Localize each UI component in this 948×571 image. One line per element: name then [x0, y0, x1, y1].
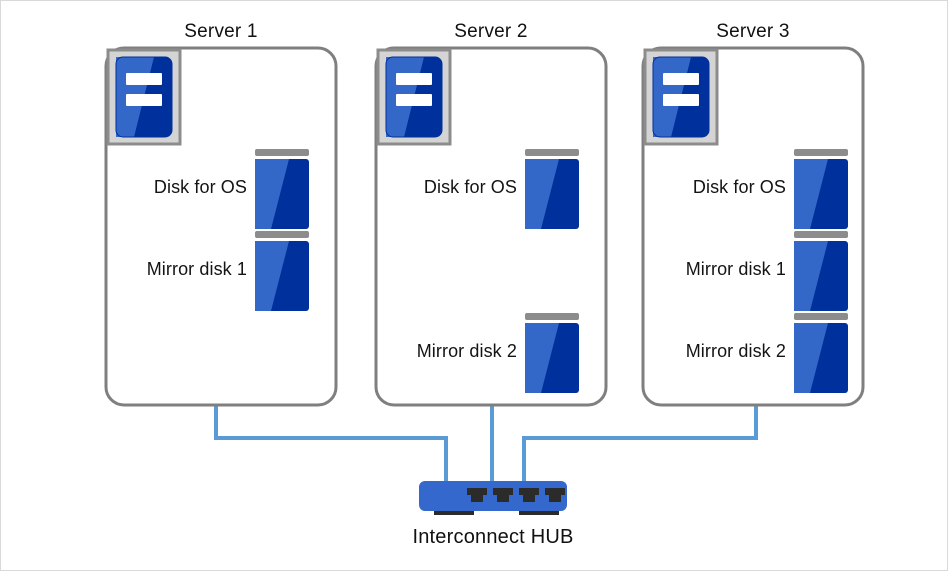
server-3-disk-2[interactable] — [794, 231, 848, 311]
server-2-title: Server 2 — [454, 21, 528, 42]
server-3-disk-3[interactable] — [794, 313, 848, 393]
server-2-disk-1[interactable] — [525, 149, 579, 229]
server-1-disk-2-label: Mirror disk 1 — [146, 259, 247, 279]
server-1-group[interactable] — [104, 46, 338, 407]
disk-top-bar — [794, 313, 848, 320]
hub-port-2 — [493, 488, 513, 502]
server-icon-bar-bottom — [663, 94, 699, 106]
server-2-group[interactable] — [374, 46, 608, 407]
interconnect-hub-label: Interconnect HUB — [412, 526, 574, 548]
hub-port-1 — [467, 488, 487, 502]
server-3-disk-1[interactable] — [794, 149, 848, 229]
server-2-disk-1-label: Disk for OS — [423, 177, 517, 197]
server-1-title: Server 1 — [184, 21, 258, 42]
disk-highlight — [255, 241, 289, 311]
server-2-disk-2[interactable] — [525, 313, 579, 393]
connection-lines — [214, 405, 758, 482]
disk-top-bar — [525, 313, 579, 320]
server-icon-bar-bottom — [126, 94, 162, 106]
server-2-disk-2-label: Mirror disk 2 — [416, 341, 517, 361]
hub-body[interactable] — [419, 481, 567, 511]
disk-top-bar — [255, 231, 309, 238]
disk-highlight — [794, 241, 828, 311]
server-3-title: Server 3 — [716, 21, 790, 42]
server-3-disk-2-label: Mirror disk 1 — [685, 259, 786, 279]
disk-highlight — [794, 323, 828, 393]
server-icon — [385, 56, 443, 138]
server-icon — [115, 56, 173, 138]
disk-top-bar — [794, 149, 848, 156]
server-icon-bar-top — [663, 73, 699, 85]
disk-top-bar — [255, 149, 309, 156]
server-1-disk-1-label: Disk for OS — [153, 177, 247, 197]
server-icon-bar-top — [396, 73, 432, 85]
disk-top-bar — [525, 149, 579, 156]
server-icon-bar-bottom — [396, 94, 432, 106]
hub-ports — [467, 488, 565, 502]
server-3-group[interactable] — [641, 46, 865, 407]
server-icon — [652, 56, 710, 138]
disk-highlight — [255, 159, 289, 229]
disk-highlight — [794, 159, 828, 229]
connection-server-1 — [214, 405, 448, 482]
disk-top-bar — [794, 231, 848, 238]
server-1-disk-1[interactable] — [255, 149, 309, 229]
hub-port-3 — [519, 488, 539, 502]
hub-port-4 — [545, 488, 565, 502]
server-1-disk-2[interactable] — [255, 231, 309, 311]
server-3-disk-3-label: Mirror disk 2 — [685, 341, 786, 361]
connection-server-3 — [522, 405, 758, 482]
disk-highlight — [525, 159, 559, 229]
interconnect-hub[interactable] — [419, 481, 567, 515]
server-icon-bar-top — [126, 73, 162, 85]
server-3-disk-1-label: Disk for OS — [692, 177, 786, 197]
disk-highlight — [525, 323, 559, 393]
